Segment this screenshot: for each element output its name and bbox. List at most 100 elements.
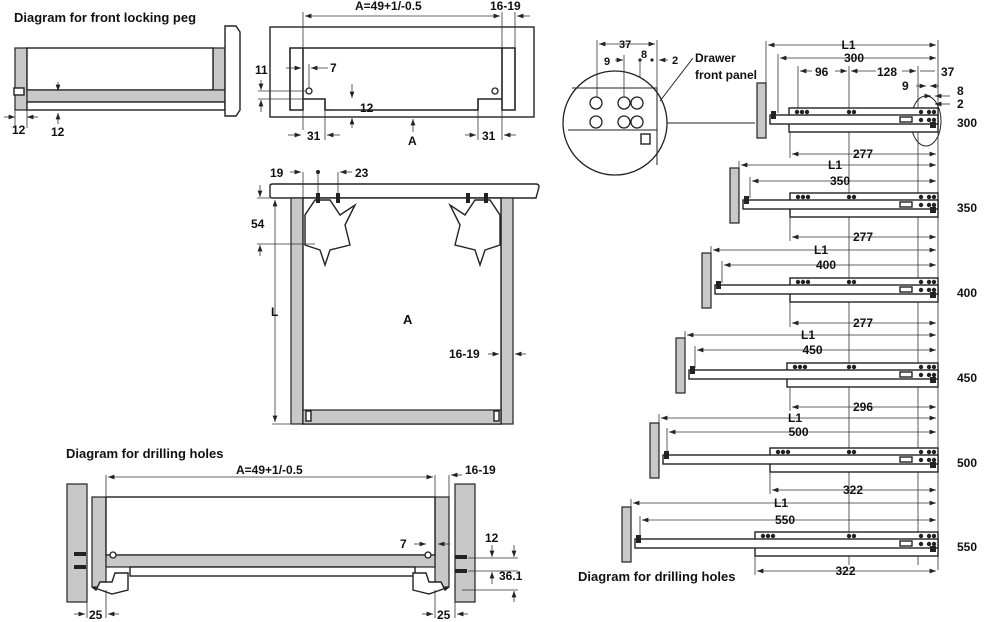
header-dim-128: 128 [877, 65, 897, 79]
mounting-hole [851, 279, 857, 285]
mounting-hole [926, 117, 932, 123]
mounting-hole [931, 202, 937, 208]
mounting-hole [918, 109, 924, 115]
screw [336, 193, 340, 203]
slide-variants: L1300277300L1350277350L1400277400L145029… [621, 38, 977, 578]
drawer-front-panel [621, 506, 632, 563]
top-dim-31-left: 31 [307, 129, 321, 143]
drawer-front-panel [675, 337, 686, 394]
drawer-member [662, 454, 939, 465]
detail-dim-37: 37 [619, 39, 631, 51]
drawer-member [634, 538, 939, 549]
mounting-hole [846, 109, 852, 115]
drill-hole-left [305, 87, 313, 95]
detail-magnifier: 37 9 8 2 Drawer front panel [562, 39, 757, 176]
length-label: 450 [803, 343, 823, 357]
front-hook [690, 366, 695, 374]
screw [466, 193, 470, 203]
mounting-hole [926, 194, 932, 200]
lock-block [930, 207, 936, 213]
screw [316, 193, 320, 203]
mounting-hole [846, 533, 852, 539]
back-peg [493, 410, 500, 422]
detail-hole [630, 96, 644, 110]
mounting-hole [846, 194, 852, 200]
detail-hole [589, 115, 603, 129]
header-dim-96: 96 [815, 65, 829, 79]
screw [74, 552, 86, 556]
detail-block [640, 133, 651, 145]
l1-label: L1 [801, 328, 815, 342]
mounting-hole [918, 287, 924, 293]
screw [484, 193, 488, 203]
drilling-holes-title-right: Diagram for drilling holes [578, 569, 735, 584]
peg-dim-12-a: 12 [12, 123, 26, 137]
rail [26, 101, 226, 111]
drawer-side [26, 47, 214, 91]
mounting-hole [931, 372, 937, 378]
l1-label: L1 [828, 158, 842, 172]
mounting-hole [851, 449, 857, 455]
slide-size-label: 300 [957, 116, 977, 130]
mounting-hole [765, 533, 771, 539]
mounting-hole [918, 449, 924, 455]
mounting-hole [760, 533, 766, 539]
mounting-hole [805, 279, 811, 285]
drawer-front-panel [756, 82, 767, 139]
front-board [269, 183, 540, 199]
mounting-hole [918, 117, 924, 123]
cabinet-side-right [454, 483, 476, 603]
mounting-hole [926, 279, 932, 285]
mounting-hole [931, 109, 937, 115]
mounting-hole [926, 541, 932, 547]
header-dim-37: 37 [941, 65, 955, 79]
top-dim-16-19: 16-19 [490, 0, 521, 13]
drill-dim-7: 7 [400, 537, 407, 551]
mounting-hole [931, 287, 937, 293]
back-board [302, 409, 502, 425]
front-hook [744, 196, 749, 204]
top-dim-12: 12 [360, 101, 374, 115]
mounting-hole [926, 364, 932, 370]
panel-outline [269, 26, 535, 118]
length-label: 350 [830, 174, 850, 188]
plan-dim-19: 19 [270, 166, 284, 180]
locking-device-right [448, 199, 501, 268]
drill-dim-16-19: 16-19 [465, 463, 496, 477]
plan-dim-54: 54 [251, 217, 265, 231]
side-right [500, 197, 514, 425]
slot [899, 371, 913, 378]
slide-size-label: 500 [957, 456, 977, 470]
mounting-hole [918, 541, 924, 547]
header-dim-2: 2 [957, 97, 964, 111]
top-dim-A: A=49+1/-0.5 [355, 0, 422, 13]
mounting-hole [851, 364, 857, 370]
cabinet-side-left [66, 483, 88, 603]
front-hook [716, 281, 721, 289]
header-dim-9: 9 [902, 79, 909, 93]
notch-outline [303, 98, 502, 111]
drawer-front-panel [649, 422, 660, 479]
mounting-hole [918, 194, 924, 200]
slot [899, 286, 913, 293]
mounting-hole [931, 457, 937, 463]
mounting-hole [851, 194, 857, 200]
drawer-bottom [26, 89, 226, 103]
mounting-hole [918, 202, 924, 208]
drawer-back [105, 496, 436, 556]
l1-label: L1 [774, 496, 788, 510]
mounting-hole [931, 364, 937, 370]
front-panel [224, 25, 241, 117]
length-label: 550 [775, 513, 795, 527]
detail-hole [617, 96, 631, 110]
drawer-member [714, 284, 939, 295]
side-panel-left [14, 47, 28, 111]
drilling-holes-front-view: Diagram for drilling holes A=49+1/-0.5 1… [66, 446, 523, 622]
drawer-front-panel-label-2: front panel [695, 68, 757, 82]
mounting-hole [800, 279, 806, 285]
mounting-hole [931, 117, 937, 123]
mounting-hole [770, 533, 776, 539]
